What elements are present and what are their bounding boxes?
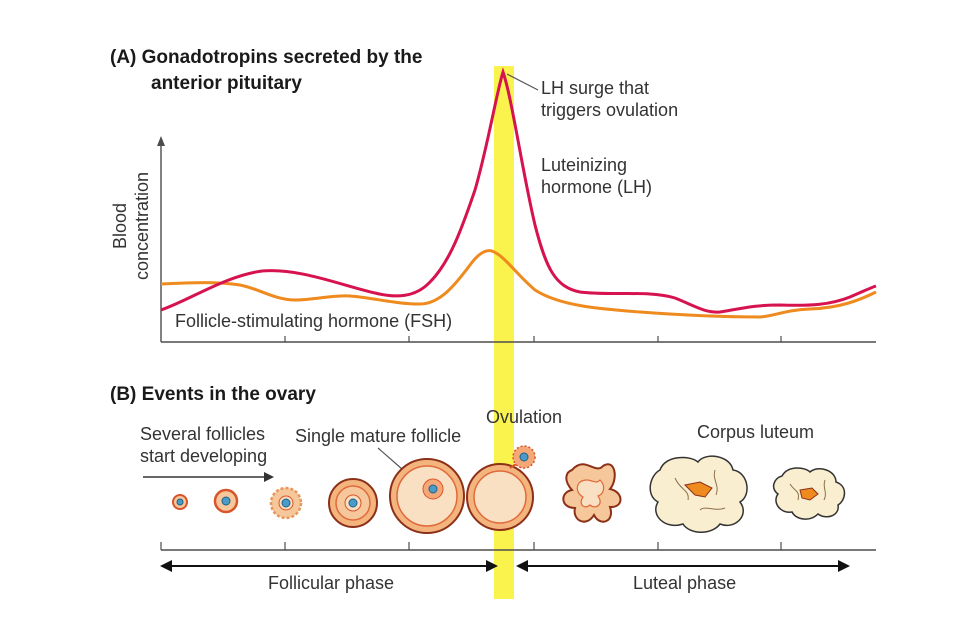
y-axis-label: Blood concentration [110, 172, 152, 280]
follicle-1 [172, 494, 188, 510]
lh-label-line1: Luteinizing [541, 155, 627, 175]
follicle-3 [269, 486, 303, 520]
ovulating-follicle [466, 445, 536, 531]
panel-a-title-line2: anterior pituitary [151, 73, 302, 94]
luteal-phase-label: Luteal phase [633, 573, 736, 593]
lh-curve [160, 67, 877, 314]
follicle-4 [328, 478, 378, 528]
lh-label-line2: hormone (LH) [541, 177, 652, 197]
mature-follicle [389, 458, 465, 534]
follicular-phase-label: Follicular phase [268, 573, 394, 593]
follicle-2 [213, 488, 239, 514]
lh-surge-label-line1: LH surge that [541, 78, 649, 98]
several-follicles-line2: start developing [140, 446, 267, 466]
corpus-luteum-large [649, 455, 748, 533]
lh-surge-callout-line [506, 73, 539, 91]
y-axis-arrow-icon [157, 136, 165, 146]
fsh-curve [160, 249, 877, 319]
y-axis-label-line2: concentration [132, 172, 152, 280]
lh-surge-label-line2: triggers ovulation [541, 100, 678, 120]
y-axis-label-line1: Blood [110, 203, 130, 249]
ovulation-label: Ovulation [486, 407, 562, 427]
developing-arrow-icon [264, 472, 274, 482]
follicular-phase-arrow [160, 560, 498, 572]
panel-a-title-line1: (A) Gonadotropins secreted by the [110, 47, 422, 68]
luteal-phase-arrow [516, 560, 850, 572]
ruptured-follicle [562, 463, 622, 523]
several-follicles-line1: Several follicles [140, 424, 265, 444]
panel-b-ticks [160, 542, 782, 550]
corpus-luteum-label: Corpus luteum [697, 422, 814, 442]
fsh-label: Follicle-stimulating hormone (FSH) [175, 311, 452, 331]
panel-b-title: (B) Events in the ovary [110, 384, 316, 405]
x-axis-ticks [284, 336, 782, 342]
single-mature-callout [377, 447, 403, 470]
single-mature-label: Single mature follicle [295, 426, 461, 446]
corpus-luteum-small [772, 467, 846, 520]
